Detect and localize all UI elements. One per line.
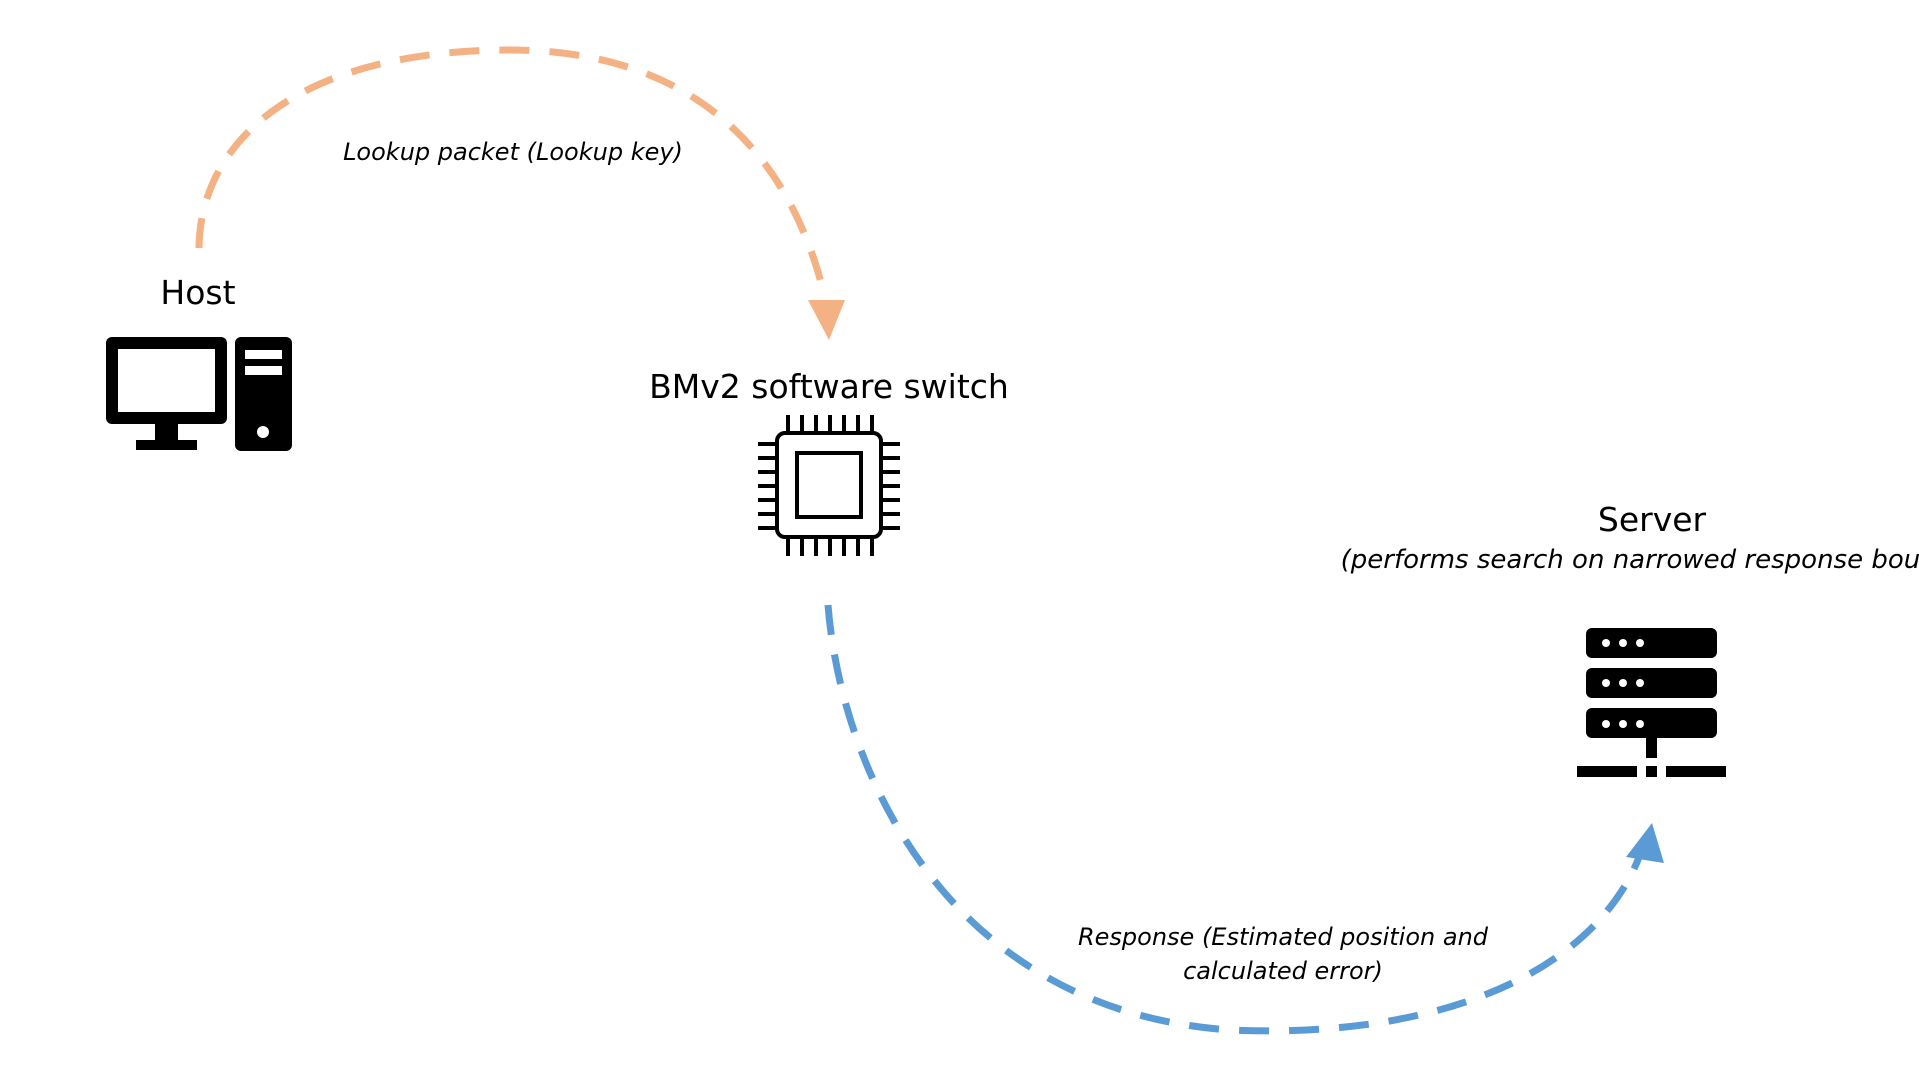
edge-response: Response (Estimated position and calcula… bbox=[824, 604, 1664, 1035]
response-edge-label-line1: Response (Estimated position and bbox=[1078, 923, 1489, 951]
response-arrow-path bbox=[824, 604, 1649, 1035]
node-host: Host bbox=[106, 273, 292, 451]
server-sublabel: (performs search on narrowed response bo… bbox=[1341, 545, 1919, 575]
response-edge-label-line2: calculated error) bbox=[1183, 957, 1383, 985]
lookup-edge-label: Lookup packet (Lookup key) bbox=[343, 138, 683, 166]
node-server: Server (performs search on narrowed resp… bbox=[1341, 500, 1919, 777]
cpu-chip-icon bbox=[758, 415, 900, 556]
desktop-computer-icon bbox=[106, 337, 292, 451]
node-switch: BMv2 software switch bbox=[649, 367, 1009, 556]
lookup-arrow-path bbox=[195, 46, 827, 291]
switch-label: BMv2 software switch bbox=[649, 367, 1009, 406]
response-arrowhead bbox=[1626, 823, 1664, 863]
server-label: Server bbox=[1598, 500, 1707, 539]
host-label: Host bbox=[160, 273, 235, 312]
lookup-arrowhead bbox=[808, 300, 845, 340]
edge-lookup: Lookup packet (Lookup key) bbox=[195, 46, 845, 340]
server-rack-icon bbox=[1577, 628, 1726, 777]
